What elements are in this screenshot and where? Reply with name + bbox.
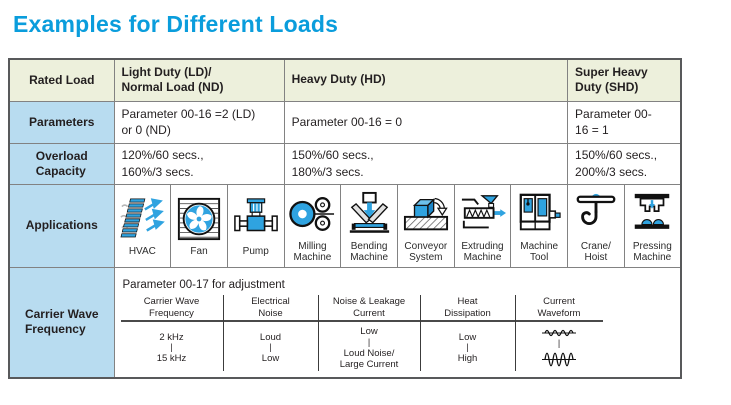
carrier-subtable: Carrier Wave Frequency 2 kHz | 15 kHz El…: [120, 295, 680, 372]
app-pressing-machine: Pressing Machine: [623, 183, 682, 268]
subcol-noise-leakage: Noise & Leakage Current Low | Loud Noise…: [317, 295, 420, 372]
app-label: Conveyor System: [404, 240, 448, 264]
app-conveyor-system: Conveyor System: [396, 183, 455, 268]
milling-machine-icon: [286, 188, 340, 240]
super-heavy-duty-header: Super Heavy Duty (SHD): [567, 58, 682, 102]
bending-machine-icon: [342, 188, 396, 240]
range-separator: |: [466, 342, 469, 353]
overload-ld-cell: 120%/60 secs., 160%/3 secs.: [113, 142, 285, 185]
subcol-heat-dissipation: Heat Dissipation Low | High: [419, 295, 515, 372]
pump-icon: [229, 193, 283, 245]
app-label: Extruding Machine: [461, 240, 504, 264]
subcol-top-value: Low: [360, 326, 378, 338]
subcol-electrical-noise: Electrical Noise Loud | Low: [222, 295, 318, 372]
overload-row: Overload Capacity 120%/60 secs., 160%/3 …: [8, 142, 682, 185]
app-label: HVAC: [128, 246, 156, 258]
heavy-duty-header: Heavy Duty (HD): [283, 58, 569, 102]
carrier-wave-label: Carrier Wave Frequency: [8, 266, 115, 379]
extruding-machine-icon: [456, 188, 510, 240]
subcol-top-value: 2 kHz: [159, 331, 184, 343]
rated-load-label: Rated Load: [8, 58, 115, 102]
app-label: Bending Machine: [350, 240, 389, 264]
parameters-label: Parameters: [8, 100, 115, 144]
app-fan: Fan: [170, 183, 228, 268]
parameters-hd-cell: Parameter 00-16 = 0: [283, 100, 569, 144]
current-waveform-large-icon: [542, 349, 576, 370]
conveyor-system-icon: [399, 188, 453, 240]
loads-table: Rated Load Light Duty (LD)/ Normal Load …: [8, 58, 682, 379]
app-machine-tool: Machine Tool: [510, 183, 569, 268]
overload-shd-cell: 150%/60 secs., 200%/3 secs.: [567, 142, 682, 185]
subcol-carrier-frequency: Carrier Wave Frequency 2 kHz | 15 kHz: [120, 295, 223, 371]
app-label: Fan: [190, 246, 208, 258]
rated-load-row: Rated Load Light Duty (LD)/ Normal Load …: [8, 58, 682, 102]
fan-icon: [172, 193, 226, 245]
applications-label: Applications: [8, 183, 115, 268]
applications-row: Applications: [8, 183, 682, 268]
subcol-bottom-value: High: [457, 353, 478, 365]
overload-label: Overload Capacity: [8, 142, 115, 185]
app-milling-machine: Milling Machine: [283, 183, 342, 268]
app-label: Machine Tool: [520, 240, 559, 264]
subcol-top-value: Low: [458, 331, 477, 343]
app-crane-hoist: Crane/ Hoist: [567, 183, 625, 268]
app-label: Pump: [242, 246, 269, 258]
subcol-header: Electrical Noise: [223, 295, 318, 323]
subcol-header: Noise & Leakage Current: [318, 295, 420, 323]
app-pump: Pump: [226, 183, 285, 268]
parameters-row: Parameters Parameter 00-16 =2 (LD) or 0 …: [8, 100, 682, 144]
subcol-bottom-value: Low: [261, 353, 280, 365]
light-duty-header: Light Duty (LD)/ Normal Load (ND): [113, 58, 285, 102]
range-separator: |: [557, 337, 561, 348]
parameters-shd-cell: Parameter 00- 16 = 1: [567, 100, 682, 144]
parameters-ld-cell: Parameter 00-16 =2 (LD) or 0 (ND): [113, 100, 285, 144]
subcol-header: Current Waveform: [515, 295, 603, 323]
subcol-top-value: Loud: [259, 331, 282, 343]
subcol-bottom-value: Loud Noise/ Large Current: [339, 347, 399, 370]
app-label: Milling Machine: [293, 240, 332, 264]
current-waveform-small-icon: [542, 327, 576, 339]
page-title: Examples for Different Loads: [13, 11, 339, 37]
subcol-header: Carrier Wave Frequency: [120, 295, 223, 323]
crane-hoist-icon: [569, 188, 623, 240]
app-hvac: HVAC: [113, 183, 172, 268]
range-separator: |: [367, 336, 371, 347]
pressing-machine-icon: [626, 188, 679, 240]
subcol-current-waveform: Current Waveform |: [514, 295, 603, 372]
machine-tool-icon: [512, 188, 566, 240]
range-separator: |: [269, 342, 272, 353]
subcol-header: Heat Dissipation: [420, 295, 515, 323]
carrier-wave-row: Carrier Wave Frequency Parameter 00-17 f…: [8, 266, 682, 379]
carrier-wave-cell: Parameter 00-17 for adjustment Carrier W…: [113, 266, 682, 379]
app-label: Crane/ Hoist: [580, 240, 611, 264]
overload-hd-cell: 150%/60 secs., 180%/3 secs.: [283, 142, 569, 185]
app-bending-machine: Bending Machine: [340, 183, 398, 268]
app-extruding-machine: Extruding Machine: [453, 183, 512, 268]
carrier-note: Parameter 00-17 for adjustment: [122, 279, 285, 292]
subcol-bottom-value: 15 kHz: [156, 353, 187, 365]
hvac-icon: [116, 193, 170, 245]
range-separator: |: [170, 342, 173, 353]
app-label: Pressing Machine: [632, 240, 672, 264]
